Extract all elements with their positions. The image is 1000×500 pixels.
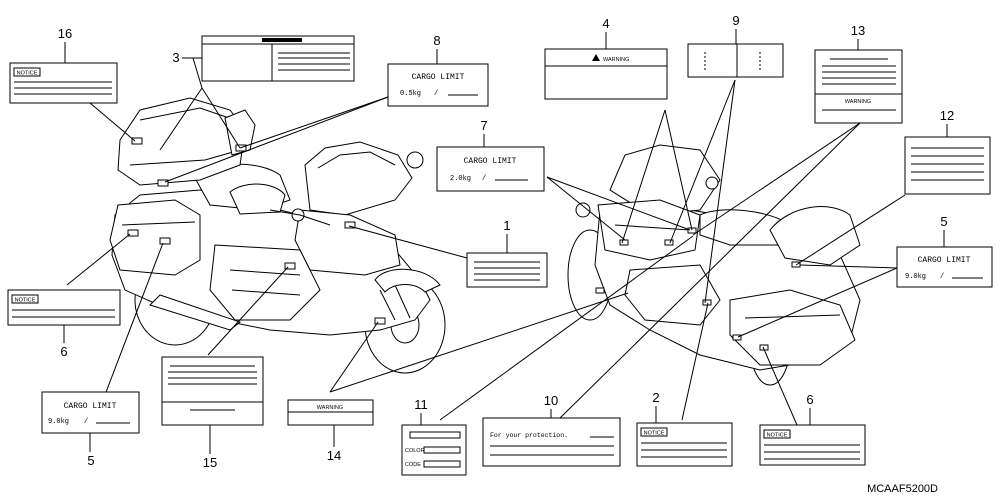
label-6-right-notice: NOTICE [759, 424, 866, 466]
label-10-protection: For your protection. [482, 417, 621, 467]
label-2-notice-text: NOTICE [644, 431, 665, 437]
label-5-left-cargo-limit: CARGO LIMIT 9.0kg / [41, 391, 140, 434]
callout-11: 11 [414, 397, 428, 412]
svg-text:/: / [434, 90, 438, 98]
label-13: WARNING [814, 49, 903, 124]
label-5-right-cargo-value: 9.0kg [905, 273, 926, 281]
label-12 [904, 136, 991, 195]
label-14-warning-text: WARNING [317, 405, 343, 411]
callout-6-left: 6 [60, 344, 67, 359]
callout-8: 8 [433, 33, 440, 48]
label-5-right-cargo-title: CARGO LIMIT [918, 256, 971, 265]
label-11-color-text: COLOR [405, 448, 425, 454]
right-motorcycle-illustration [567, 144, 861, 386]
label-6-right-notice-text: NOTICE [767, 433, 788, 439]
callout-5-left: 5 [87, 453, 94, 468]
label-8-cargo-value: 0.5kg [400, 90, 421, 98]
callout-1: 1 [503, 218, 510, 233]
callout-6-right: 6 [806, 392, 813, 407]
callout-3: 3 [172, 50, 179, 65]
diagram-code: MCAAF5200D [867, 483, 938, 495]
label-1 [466, 252, 548, 288]
label-5-left-cargo-title: CARGO LIMIT [64, 402, 117, 411]
leader-lines [66, 57, 906, 435]
callout-4: 4 [602, 16, 609, 31]
label-4-warning: WARNING [544, 48, 668, 100]
label-11-color-code: COLOR CODE [401, 424, 467, 476]
label-9 [687, 43, 784, 78]
label-7-cargo-title: CARGO LIMIT [464, 157, 517, 166]
callout-numbers: 16 3 8 4 9 13 7 12 1 5 6 5 15 14 11 10 2… [58, 13, 954, 470]
label-3 [201, 35, 355, 82]
callout-7: 7 [480, 118, 487, 133]
callout-14: 14 [327, 448, 341, 463]
callout-15: 15 [203, 455, 217, 470]
label-15 [161, 356, 264, 426]
callout-13: 13 [851, 23, 865, 38]
callout-5-right: 5 [940, 214, 947, 229]
callout-10: 10 [544, 393, 558, 408]
label-16-notice: NOTICE [9, 62, 118, 104]
label-10-protection-text: For your protection. [490, 432, 568, 439]
label-8-cargo-title: CARGO LIMIT [412, 73, 465, 82]
label-13-warning-text: WARNING [845, 99, 871, 105]
callout-9: 9 [732, 13, 739, 28]
svg-text:/: / [84, 418, 88, 426]
callout-2: 2 [652, 390, 659, 405]
svg-text:/: / [482, 175, 486, 183]
label-6-left-notice-text: NOTICE [15, 298, 36, 304]
label-6-left-notice: NOTICE [7, 289, 121, 326]
label-16-notice-text: NOTICE [17, 71, 38, 77]
label-2-notice: NOTICE [636, 422, 733, 467]
label-5-right-cargo-limit: CARGO LIMIT 9.0kg / [896, 246, 993, 288]
label-14-warning: WARNING [287, 399, 374, 426]
callout-12: 12 [940, 108, 954, 123]
callout-16: 16 [58, 26, 72, 41]
label-5-left-cargo-value: 9.0kg [48, 418, 69, 426]
label-4-warning-text: WARNING [603, 57, 629, 63]
svg-text:/: / [940, 273, 944, 281]
label-8-cargo-limit: CARGO LIMIT 0.5kg / [387, 63, 489, 107]
label-7-cargo-value: 2.0kg [450, 175, 471, 183]
label-7-cargo-limit: CARGO LIMIT 2.0kg / [436, 146, 545, 192]
label-11-code-text: CODE [405, 462, 421, 468]
